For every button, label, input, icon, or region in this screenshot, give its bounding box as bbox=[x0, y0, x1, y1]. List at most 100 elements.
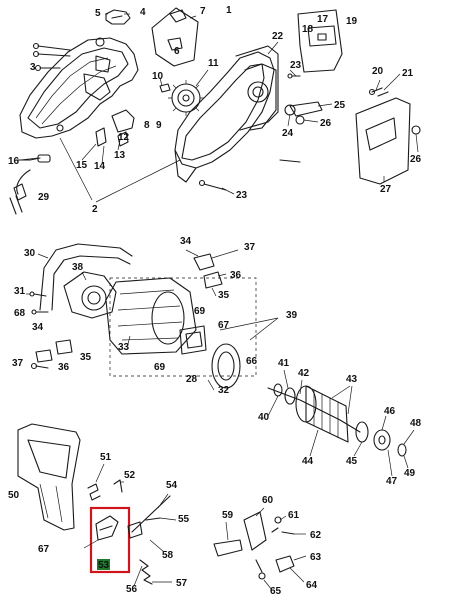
leader-line bbox=[211, 249, 239, 259]
part-label-56: 56 bbox=[126, 584, 138, 595]
leader-line bbox=[317, 103, 333, 107]
leader-line bbox=[101, 145, 105, 165]
part-label-34: 34 bbox=[180, 236, 192, 247]
leader-line bbox=[249, 317, 279, 341]
bar-cover bbox=[235, 45, 279, 131]
part-label-21: 21 bbox=[402, 68, 414, 79]
part-label-36: 36 bbox=[230, 270, 242, 281]
part-label-31: 31 bbox=[14, 286, 26, 297]
field-coil bbox=[179, 325, 207, 355]
part-label-19: 19 bbox=[346, 16, 358, 27]
part-label-39: 39 bbox=[286, 310, 298, 321]
part-label-65: 65 bbox=[270, 586, 282, 597]
part-label-35: 35 bbox=[80, 352, 92, 363]
leader-line bbox=[403, 455, 409, 469]
part-label-40: 40 bbox=[258, 412, 270, 423]
part-label-4: 4 bbox=[140, 7, 146, 18]
part-label-35: 35 bbox=[218, 290, 230, 301]
highlight-label-bg bbox=[97, 559, 110, 570]
oil-tank bbox=[17, 423, 81, 531]
part-label-30: 30 bbox=[24, 248, 36, 259]
leader-line bbox=[303, 119, 319, 123]
part-label-1: 1 bbox=[226, 5, 232, 16]
leader-line bbox=[331, 385, 351, 399]
part-label-57: 57 bbox=[176, 578, 188, 589]
part-label-67: 67 bbox=[38, 544, 50, 555]
leader-line bbox=[279, 515, 287, 521]
chain-tensioner bbox=[284, 101, 323, 125]
part-label-53[interactable]: 53 bbox=[98, 560, 110, 571]
part-label-47: 47 bbox=[386, 476, 398, 487]
leader-line bbox=[195, 69, 209, 87]
leader-line bbox=[381, 415, 387, 431]
housing-left-half bbox=[19, 37, 139, 139]
leader-line bbox=[211, 287, 217, 297]
control-rod bbox=[127, 495, 171, 539]
part-label-26: 26 bbox=[410, 154, 422, 165]
part-label-14: 14 bbox=[94, 161, 106, 172]
part-label-24: 24 bbox=[282, 128, 294, 139]
part-label-28: 28 bbox=[186, 374, 198, 385]
part-label-60: 60 bbox=[262, 495, 274, 506]
part-label-62: 62 bbox=[310, 530, 322, 541]
screws bbox=[279, 73, 421, 163]
leader-line bbox=[225, 521, 229, 541]
part-label-32: 32 bbox=[218, 385, 230, 396]
leader-line-2 bbox=[59, 137, 181, 203]
part-label-44: 44 bbox=[302, 456, 314, 467]
part-label-9: 9 bbox=[156, 120, 162, 131]
leader-line bbox=[81, 143, 97, 161]
fan-housing bbox=[63, 271, 117, 319]
leader-line bbox=[159, 77, 163, 87]
leader-line bbox=[255, 507, 265, 517]
bolt-23 bbox=[198, 179, 227, 191]
leader-line bbox=[415, 133, 419, 153]
part-label-18: 18 bbox=[302, 24, 314, 35]
part-label-12: 12 bbox=[118, 132, 130, 143]
leader-line bbox=[383, 73, 401, 91]
part-label-15: 15 bbox=[76, 160, 88, 171]
part-label-51: 51 bbox=[100, 452, 112, 463]
leader-line bbox=[217, 273, 227, 277]
oil-pump-bracket bbox=[213, 511, 267, 580]
part-label-48: 48 bbox=[410, 418, 422, 429]
leader-line bbox=[309, 429, 319, 457]
part-label-27: 27 bbox=[380, 184, 392, 195]
part-label-37: 37 bbox=[244, 242, 256, 253]
leader-line bbox=[267, 395, 279, 417]
leader-line bbox=[347, 385, 353, 415]
part-label-42: 42 bbox=[298, 368, 310, 379]
leader-line bbox=[375, 79, 381, 91]
part-label-13: 13 bbox=[114, 150, 126, 161]
brush-holder bbox=[35, 253, 223, 363]
part-label-3: 3 bbox=[30, 62, 36, 73]
leader-line bbox=[157, 493, 169, 509]
part-label-29: 29 bbox=[38, 192, 50, 203]
power-cord-plug bbox=[9, 154, 51, 215]
leader-line bbox=[263, 579, 273, 591]
leader-line bbox=[293, 555, 307, 561]
part-label-38: 38 bbox=[72, 262, 84, 273]
leader-line bbox=[289, 69, 297, 77]
part-label-23: 23 bbox=[290, 60, 302, 71]
part-label-6: 6 bbox=[174, 46, 180, 57]
part-label-8: 8 bbox=[144, 120, 150, 131]
bolt bbox=[32, 42, 71, 72]
part-label-59: 59 bbox=[222, 510, 234, 521]
small-screws bbox=[29, 291, 49, 370]
spring bbox=[87, 483, 101, 501]
part-label-54: 54 bbox=[166, 480, 178, 491]
part-label-45: 45 bbox=[346, 456, 358, 467]
part-53-trigger-lever[interactable] bbox=[89, 506, 131, 574]
end-bell bbox=[211, 343, 241, 389]
leader-line bbox=[117, 139, 121, 151]
sprocket-cover bbox=[174, 51, 277, 183]
part-label-63: 63 bbox=[310, 552, 322, 563]
leader-line bbox=[185, 249, 199, 257]
leader-line bbox=[149, 539, 165, 553]
part-label-22: 22 bbox=[272, 31, 284, 42]
part-label-58: 58 bbox=[162, 550, 174, 561]
leader-line bbox=[403, 429, 415, 445]
part-label-37: 37 bbox=[12, 358, 24, 369]
part-label-50: 50 bbox=[8, 490, 20, 501]
